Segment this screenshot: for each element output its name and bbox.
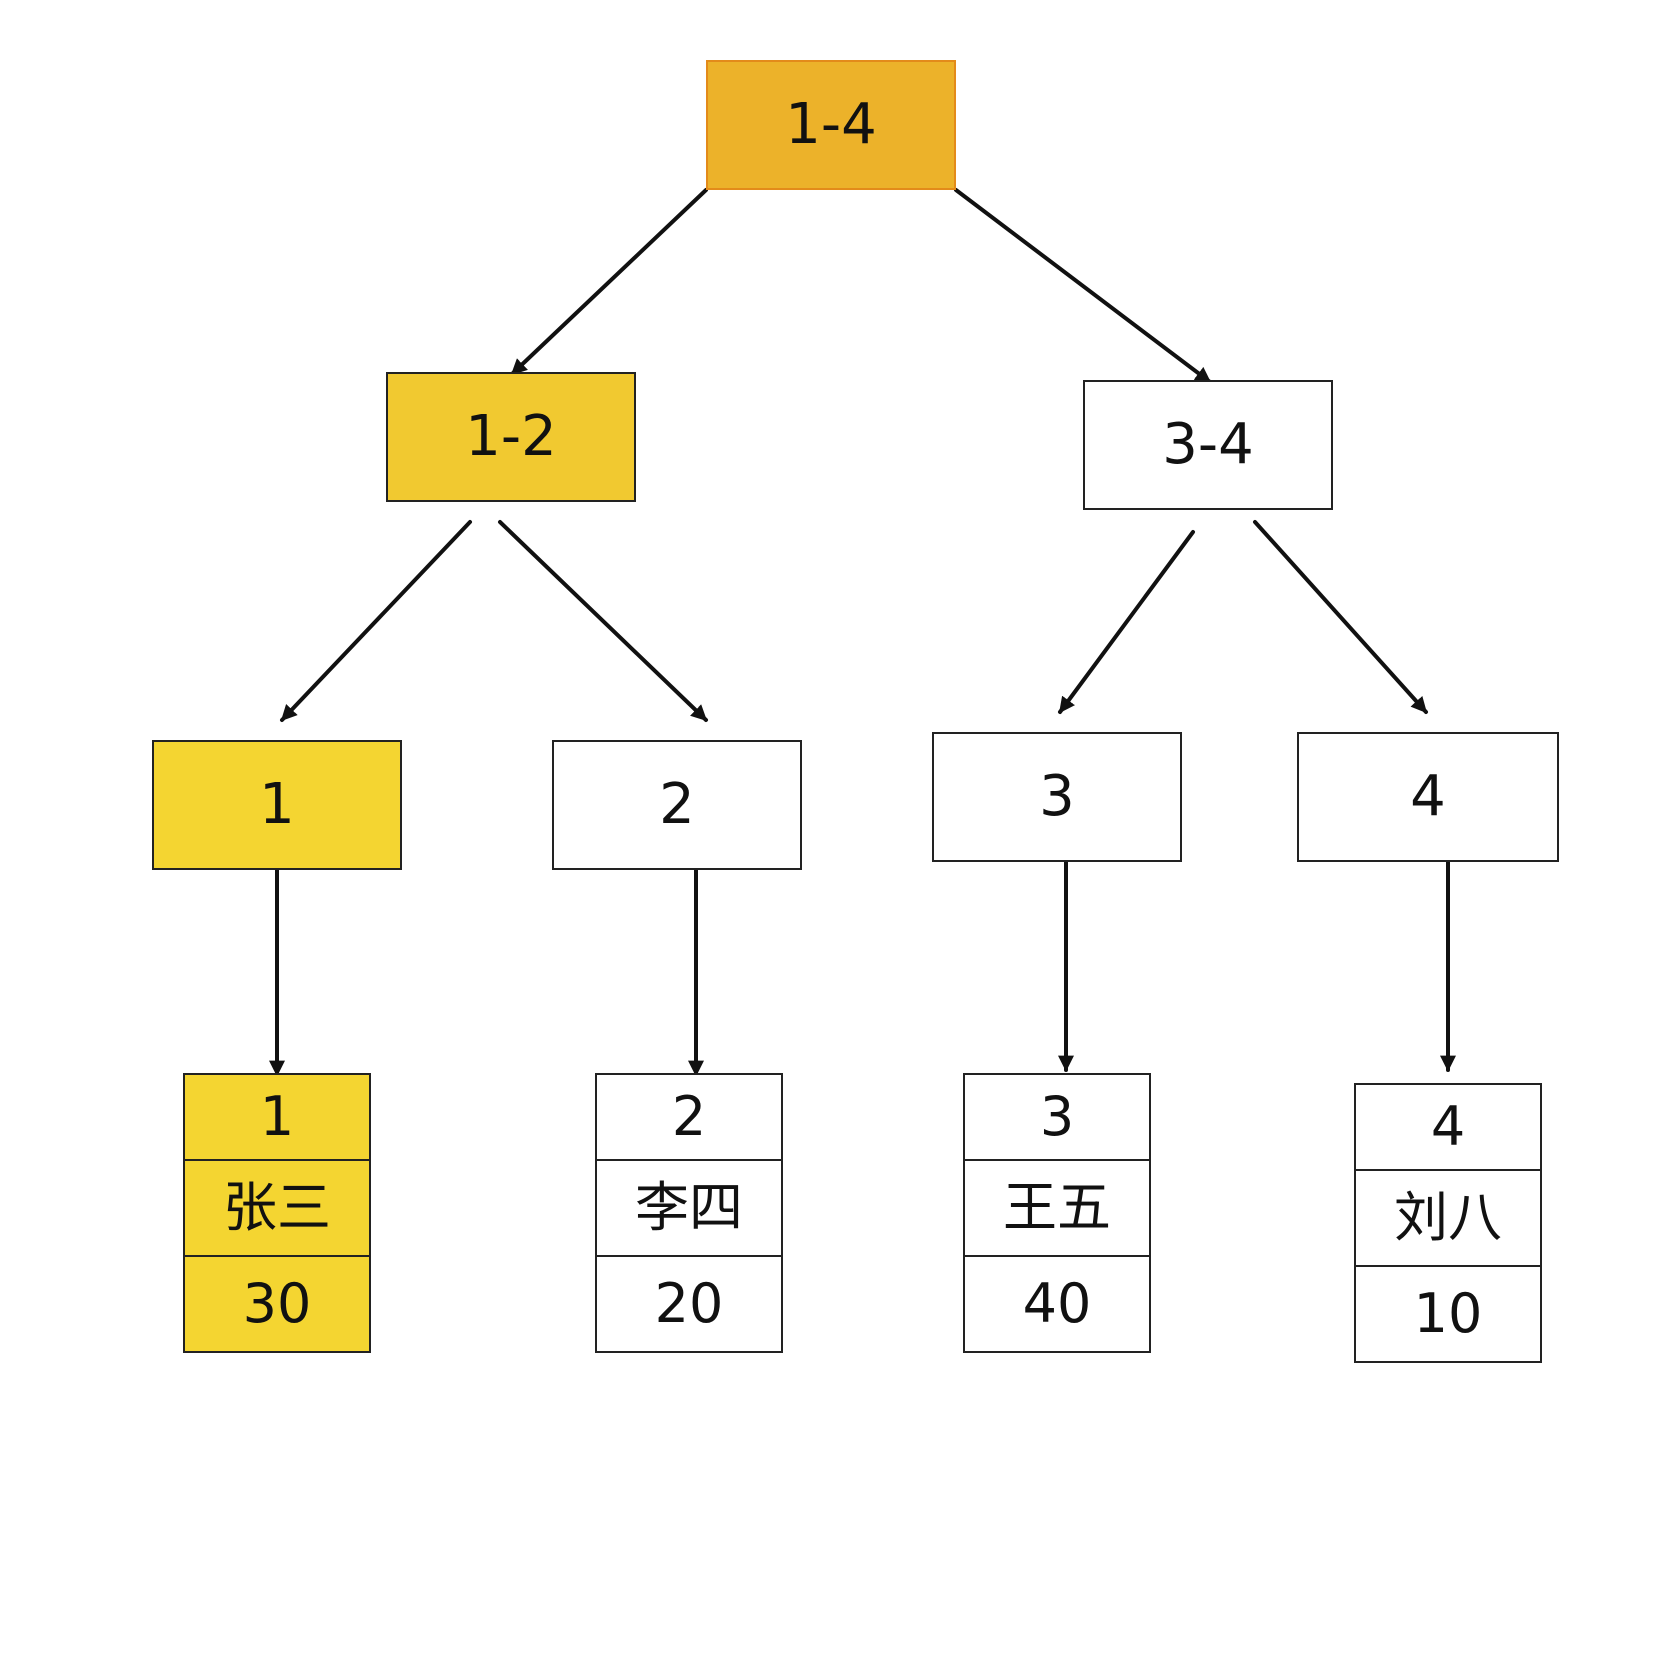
internal-node-3-4: 3-4 (1083, 380, 1333, 510)
record-4: 4 刘八 10 (1354, 1083, 1542, 1363)
root-node: 1-4 (706, 60, 956, 190)
key-node-4: 4 (1297, 732, 1559, 862)
edge-3-4-to-4 (1253, 520, 1428, 714)
record-id: 2 (597, 1075, 781, 1161)
edge-3-4-to-3 (1058, 530, 1195, 714)
edge-1-2-to-1 (280, 520, 472, 722)
key-node-2: 2 (552, 740, 802, 870)
record-id: 3 (965, 1075, 1149, 1161)
record-value: 10 (1413, 1282, 1483, 1345)
edge-root-to-3-4 (954, 188, 1212, 384)
key-node-1: 1 (152, 740, 402, 870)
record-value: 30 (242, 1272, 312, 1335)
record-id: 4 (1356, 1085, 1540, 1171)
record-3: 3 王五 40 (963, 1073, 1151, 1353)
record-2: 2 李四 20 (595, 1073, 783, 1353)
key-node-3: 3 (932, 732, 1182, 862)
record-name: 李四 (597, 1161, 781, 1257)
edge-root-to-1-2 (510, 188, 708, 376)
record-value: 20 (654, 1272, 724, 1335)
record-name: 王五 (965, 1161, 1149, 1257)
record-value: 40 (1022, 1272, 1092, 1335)
internal-node-1-2: 1-2 (386, 372, 636, 502)
edge-1-2-to-2 (498, 520, 708, 722)
record-name: 刘八 (1356, 1171, 1540, 1267)
record-1: 1 张三 30 (183, 1073, 371, 1353)
record-id: 1 (185, 1075, 369, 1161)
record-name: 张三 (185, 1161, 369, 1257)
